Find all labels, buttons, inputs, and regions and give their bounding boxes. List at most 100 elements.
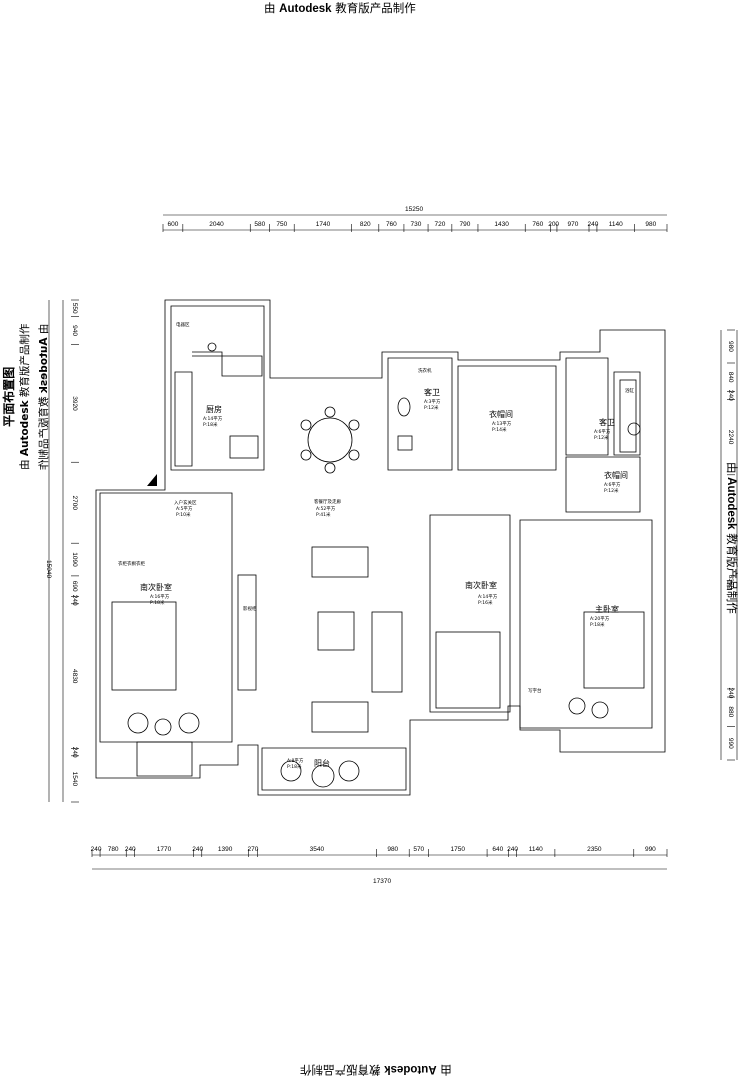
bed — [435, 631, 501, 709]
inner-wall — [170, 305, 265, 471]
room-name: 南次卧室 — [465, 580, 497, 590]
dimension-label: 240 — [192, 846, 203, 853]
wall — [99, 492, 233, 743]
dimension-label: 1140 — [529, 846, 543, 853]
dimension-label: 980 — [727, 341, 734, 352]
room-name: 厨房 — [206, 404, 222, 414]
dimension-label: 240 — [71, 595, 78, 606]
dimension-label: 240 — [727, 688, 734, 699]
room-master-bedroom: 主卧室 A:20平方 P:18米 — [590, 604, 619, 628]
dimension-label: 240 — [71, 747, 78, 758]
dimension-label: 760 — [532, 221, 543, 228]
room-area: A:52平方 — [316, 505, 336, 512]
dimension-label: 980 — [645, 221, 656, 228]
dimension-label: 780 — [108, 846, 119, 853]
room-closet-2: 衣帽间 A:6平方 P:12米 — [604, 470, 628, 494]
room-perimeter: P:18米 — [150, 599, 165, 606]
room-area: A:20平方 — [590, 615, 610, 622]
dimension-label: 2040 — [209, 221, 224, 228]
room-perimeter: P:16米 — [478, 599, 493, 606]
dimension-label: 1750 — [450, 846, 465, 853]
room-name: 衣帽间 — [604, 470, 628, 480]
room-area: A:14平方 — [203, 415, 223, 422]
room-balcony: 阳台 A:8平方 P:18米 — [287, 757, 330, 770]
sofa — [371, 611, 403, 693]
room-kitchen: 厨房 A:14平方 P:18米 — [203, 404, 223, 428]
room-perimeter: P:10米 — [176, 511, 191, 518]
room-name: 客餐厅及走廊 — [314, 498, 341, 505]
room-area: A:13平方 — [492, 420, 512, 427]
dimension-label: 600 — [167, 221, 178, 228]
label-laundry: 洗衣机 — [418, 367, 432, 374]
room-closet-1: 衣帽间 A:13平方 P:14米 — [489, 409, 513, 433]
coffee-table — [317, 611, 355, 651]
label-store: 电器区 — [176, 321, 190, 328]
dimension-total-left: 15040 — [45, 560, 52, 578]
wall — [565, 456, 641, 513]
dimension-label: 760 — [386, 221, 397, 228]
wall — [429, 514, 511, 713]
wall — [613, 371, 641, 456]
dimension-label: 1090 — [71, 552, 78, 567]
dimension-label: 970 — [568, 221, 579, 228]
dimension-label: 990 — [727, 738, 734, 749]
dimension-label: 240 — [125, 846, 136, 853]
room-perimeter: P:12米 — [424, 404, 439, 411]
room-bedroom-west: 南次卧室 A:16平方 P:18米 — [140, 582, 172, 606]
dimension-label: 690 — [71, 581, 78, 592]
dimension-label: 580 — [254, 221, 265, 228]
dimension-label: 200 — [548, 221, 559, 228]
dimension-label: 720 — [435, 221, 446, 228]
bed — [111, 601, 177, 691]
dimension-label: 1740 — [316, 221, 331, 228]
room-perimeter: P:18米 — [590, 621, 605, 628]
room-perimeter: P:12米 — [604, 487, 619, 494]
room-area: A:8平方 — [287, 757, 304, 764]
room-name: 衣帽间 — [489, 409, 513, 419]
dimension-label: 4830 — [71, 669, 78, 684]
label-wardrobe: 衣柜衣橱衣柜 — [118, 560, 145, 567]
room-perimeter: P:18米 — [203, 421, 218, 428]
dimension-label: 3920 — [71, 396, 78, 411]
dimension-label: 2240 — [727, 430, 734, 445]
sofa — [311, 701, 369, 733]
dimension-total-bottom: 17370 — [373, 878, 391, 885]
wall — [457, 365, 557, 471]
room-entrance: 入户玄关区 A:5平方 P:10米 — [174, 499, 197, 518]
wall — [261, 747, 407, 791]
room-name: 南次卧室 — [140, 582, 172, 592]
dimension-label: 820 — [360, 221, 371, 228]
wall — [565, 357, 609, 456]
dining-table — [307, 417, 353, 463]
dimension-label: 990 — [645, 846, 656, 853]
room-guest-bath-1: 客卫 A:3平方 P:12米 — [424, 387, 441, 411]
label-bath: 浴缸 — [625, 387, 634, 394]
room-living: 客餐厅及走廊 A:52平方 P:41米 — [314, 498, 341, 518]
room-bedroom-south: 南次卧室 A:14平方 P:16米 — [465, 580, 498, 606]
room-area: A:14平方 — [478, 593, 498, 600]
dimension-label: 240 — [507, 846, 518, 853]
dimension-label: 1140 — [609, 221, 623, 228]
dimension-label: 570 — [413, 846, 424, 853]
dimension-label: 1770 — [157, 846, 172, 853]
room-name: 入户玄关区 — [174, 499, 197, 506]
dimension-label: 3540 — [310, 846, 325, 853]
kitchen-counter — [174, 351, 263, 467]
sofa — [311, 546, 369, 578]
dimension-label: 2700 — [71, 495, 78, 510]
room-perimeter: P:14米 — [492, 426, 507, 433]
room-perimeter: P:41米 — [316, 511, 331, 518]
outer-wall — [95, 299, 666, 796]
room-name: 客卫 — [424, 387, 440, 397]
wall — [136, 741, 193, 777]
dimension-label: 880 — [727, 706, 734, 717]
room-area: A:6平方 — [604, 481, 621, 488]
room-perimeter: P:18米 — [287, 763, 302, 770]
wall — [519, 519, 653, 729]
dimension-label: 980 — [387, 846, 398, 853]
dimension-label: 730 — [411, 221, 422, 228]
dimension-label: 840 — [727, 372, 734, 383]
room-name: 阳台 — [314, 758, 330, 768]
